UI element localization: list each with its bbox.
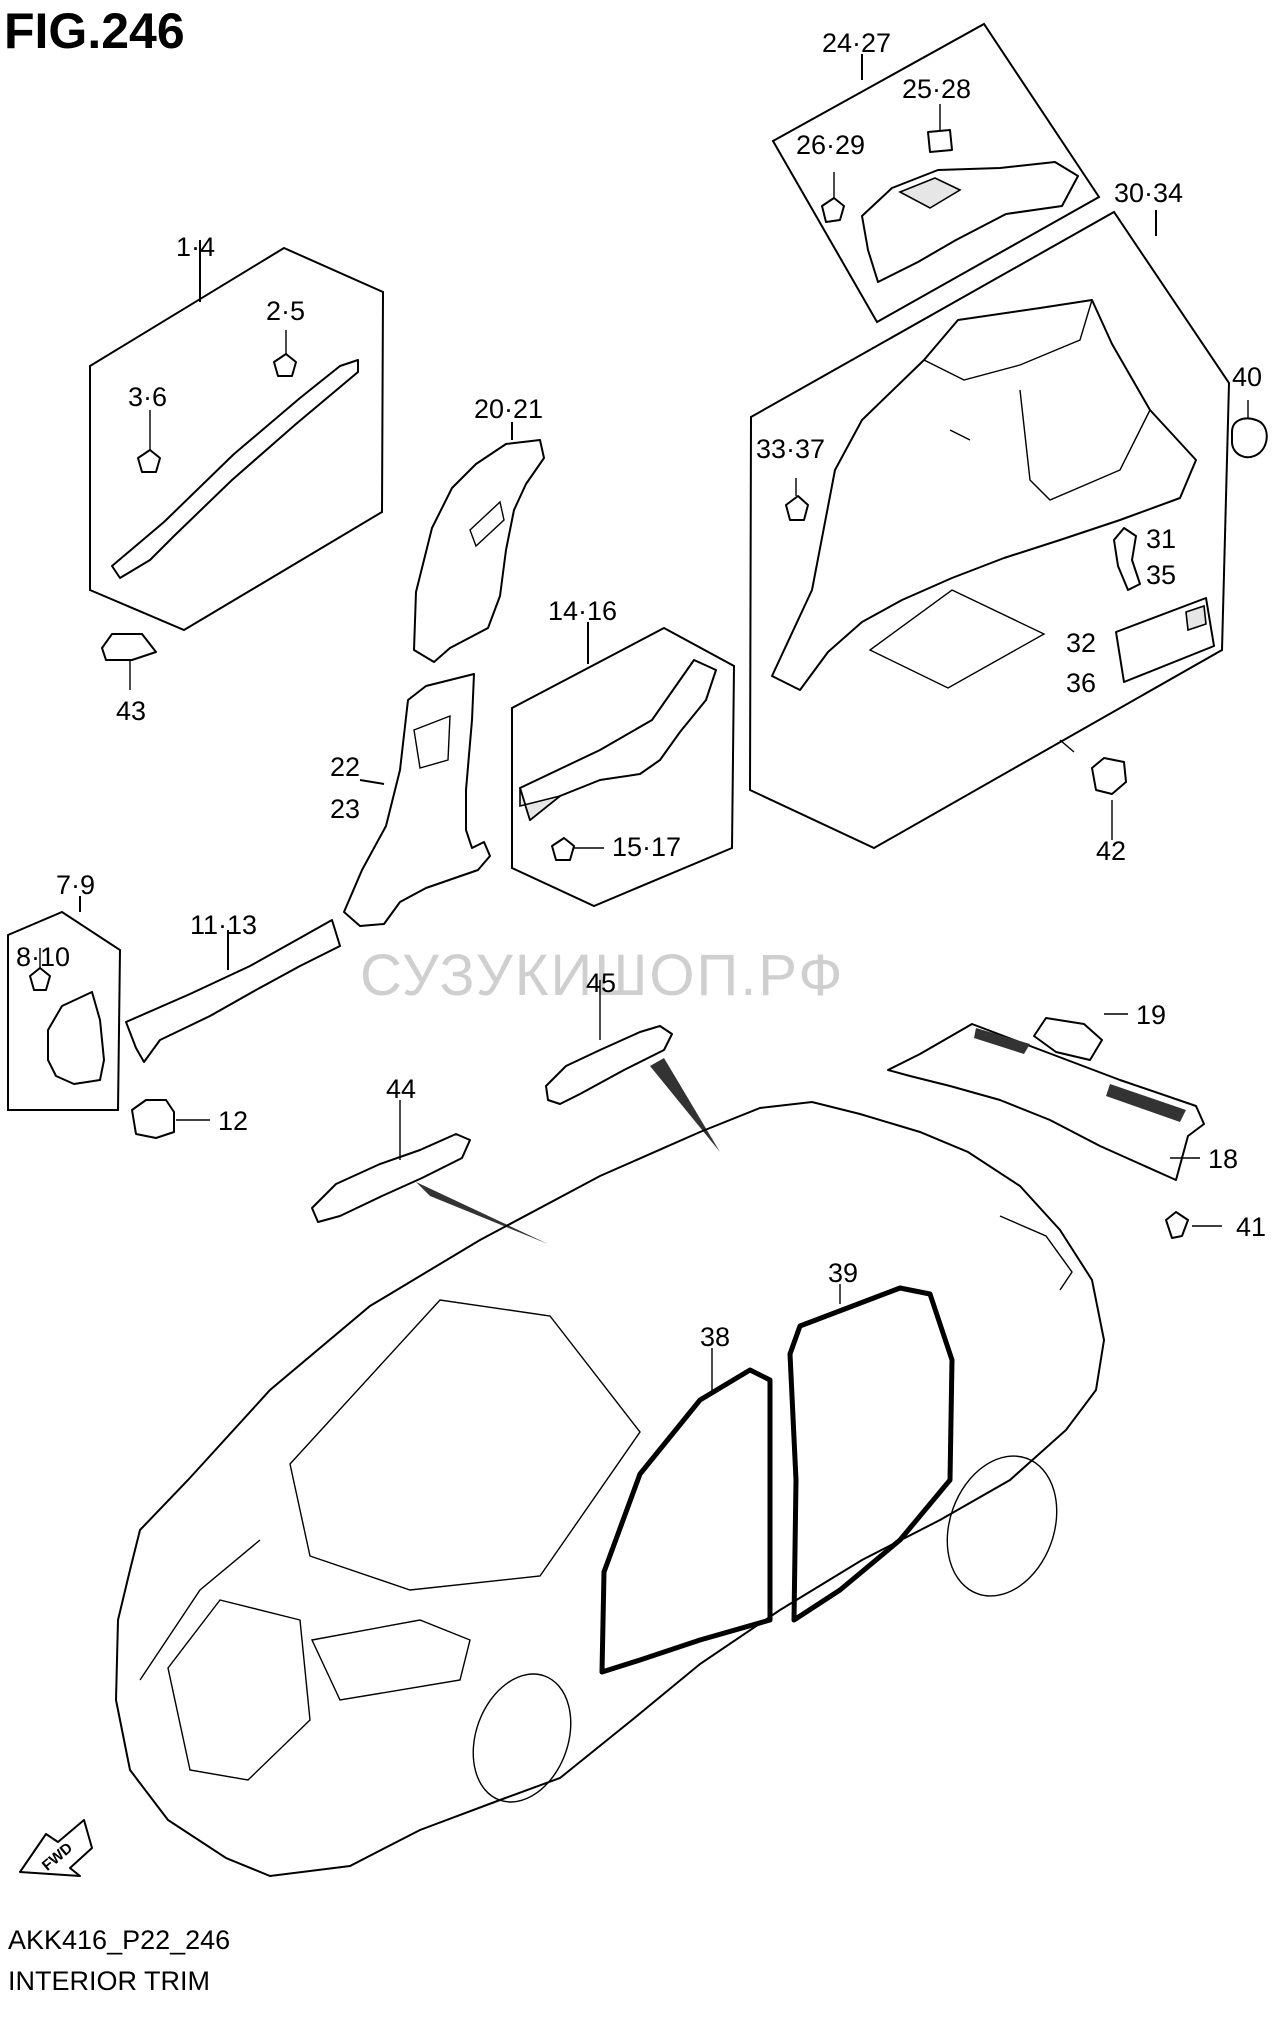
part-41-fastener[interactable] [1165,1211,1189,1239]
callout-44: 44 [386,1074,416,1104]
part-33-37-fastener[interactable] [785,495,809,521]
callout-23: 23 [330,794,360,824]
callout-39: 39 [828,1258,858,1288]
callout-11-13: 11·13 [190,910,257,940]
group-box-30-34 [748,210,1231,850]
callout-25-28: 25·28 [902,74,971,104]
part-31-35-hook[interactable] [1113,527,1141,591]
callout-12: 12 [218,1106,248,1136]
callout-3-6: 3·6 [128,382,167,412]
part-26-29-fastener[interactable] [821,197,845,223]
part-19-plate[interactable] [1033,1017,1103,1061]
diagram-code: AKK416_P22_246 [8,1925,231,1955]
part-15-17-clip[interactable] [551,837,575,861]
part-42-bolt[interactable] [1091,757,1127,795]
part-24-27-trim[interactable] [861,161,1079,283]
diagram-caption: INTERIOR TRIM [8,1966,210,1996]
callout-26-29: 26·29 [796,130,865,160]
callout-20-21: 20·21 [474,394,543,424]
part-14-16-sill[interactable] [519,659,717,821]
callout-36: 36 [1066,668,1096,698]
part-22-23-pillar[interactable] [343,673,491,927]
part-1-4-pillar[interactable] [111,359,359,579]
part-2-5-fastener[interactable] [273,353,297,377]
part-25-28-clip[interactable] [927,129,953,153]
group-box-1-4 [89,246,385,632]
part-45-grip[interactable] [545,1025,673,1105]
callout-31: 31 [1146,524,1176,554]
callout-35: 35 [1146,560,1176,590]
figure-title: FIG.246 [4,3,185,59]
group-box-7-9 [7,910,122,1111]
callout-2-5: 2·5 [266,296,305,326]
part-20-21-pillar[interactable] [413,439,545,663]
callout-labels: 24·27 25·28 26·29 30·34 1·4 2·5 3·6 20·2… [16,28,1266,1352]
callout-38: 38 [700,1322,730,1352]
group-box-14-16 [511,626,736,908]
part-11-13-scuff[interactable] [125,919,341,1063]
callout-14-16: 14·16 [548,596,617,626]
callout-22: 22 [330,752,360,782]
part-12-clip[interactable] [131,1099,175,1139]
callout-7-9: 7·9 [56,870,95,900]
group-box-24-27 [771,22,1101,324]
part-3-6-fastener[interactable] [137,449,161,473]
car-body-outline [114,1100,1106,1878]
part-7-9-panel[interactable] [47,991,105,1085]
fwd-arrow: FWD [19,1819,93,1877]
part-44-grip[interactable] [311,1133,471,1223]
pointer-arrow-44 [416,1182,548,1244]
callout-43: 43 [116,696,146,726]
part-39-door-seal[interactable] [787,1285,955,1623]
callout-42: 42 [1096,836,1126,866]
part-40-cap[interactable] [1231,417,1268,459]
callout-40: 40 [1232,362,1262,392]
callout-33-37: 33·37 [756,434,825,464]
callout-41: 41 [1236,1212,1266,1242]
callout-18: 18 [1208,1144,1238,1174]
part-30-34-quarter-trim[interactable] [771,299,1197,691]
part-38-door-seal[interactable] [599,1367,773,1675]
callout-30-34: 30·34 [1114,178,1183,208]
callout-1-4: 1·4 [176,232,215,262]
callout-15-17: 15·17 [612,832,681,862]
callout-45: 45 [586,968,616,998]
part-43-clip[interactable] [101,633,157,661]
part-8-10-fastener[interactable] [29,967,51,991]
pointer-arrow-45 [650,1058,720,1152]
callout-32: 32 [1066,628,1096,658]
callout-8-10: 8·10 [16,942,70,972]
part-18-rear-trim[interactable] [887,1023,1205,1181]
watermark: СУЗУКИШОП.РФ [360,943,845,1008]
callout-19: 19 [1136,1000,1166,1030]
callout-24-27: 24·27 [822,28,891,58]
